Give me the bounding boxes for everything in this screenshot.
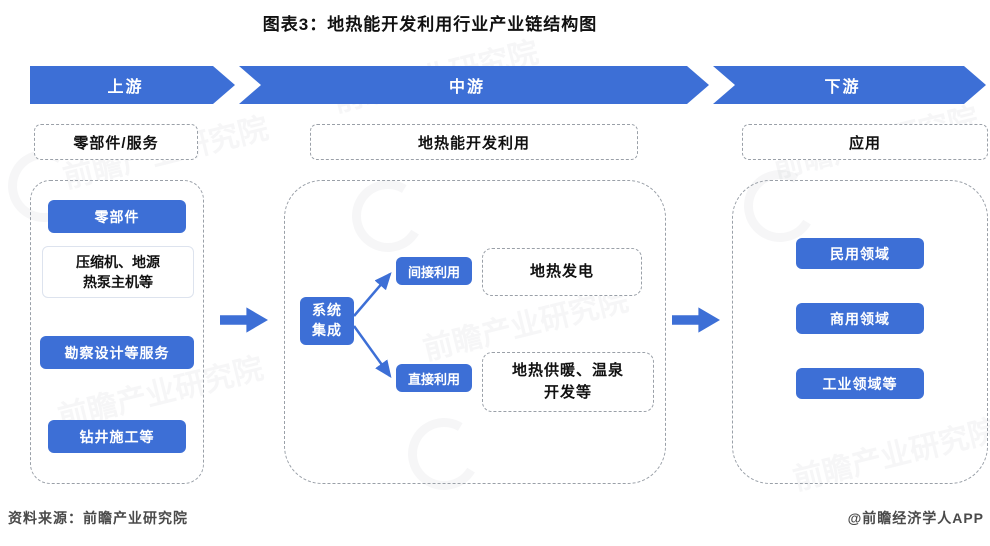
section-label-upstream: 零部件/服务 [34,124,198,160]
midstream-result-heating-hotspring: 地热供暖、温泉 开发等 [482,352,654,412]
banner-upstream-label: 上游 [107,79,144,96]
downstream-item-industrial: 工业领域等 [796,368,924,399]
midstream-node-indirect-use: 间接利用 [396,257,472,285]
midstream-node-direct-use: 直接利用 [396,364,472,392]
midstream-container [284,180,666,484]
midstream-result-geothermal-power: 地热发电 [482,248,642,296]
midstream-system-integration: 系统 集成 [300,297,354,345]
banner-midstream-label: 中游 [448,79,485,96]
banner-downstream: 下游 [713,66,986,104]
arrow-midstream-to-downstream-icon [672,307,720,333]
banner-upstream: 上游 [30,66,235,104]
section-label-downstream: 应用 [742,124,988,160]
upstream-item-compressor: 压缩机、地源 热泵主机等 [42,246,194,298]
source-note: 资料来源：前瞻产业研究院 [8,510,188,526]
section-label-midstream: 地热能开发利用 [310,124,638,160]
banner-downstream-label: 下游 [824,79,861,96]
chart-title: 图表3：地热能开发利用行业产业链结构图 [262,15,598,34]
upstream-item-survey-design: 勘察设计等服务 [40,336,194,369]
downstream-item-civil: 民用领域 [796,238,924,269]
downstream-container [732,180,988,484]
upstream-item-components: 零部件 [48,200,186,233]
banner-midstream: 中游 [239,66,709,104]
downstream-item-commercial: 商用领域 [796,303,924,334]
arrow-upstream-to-midstream-icon [220,307,268,333]
upstream-item-drilling: 钻井施工等 [48,420,186,453]
upstream-container [30,180,204,484]
credit-note: @前瞻经济学人APP [847,510,984,526]
